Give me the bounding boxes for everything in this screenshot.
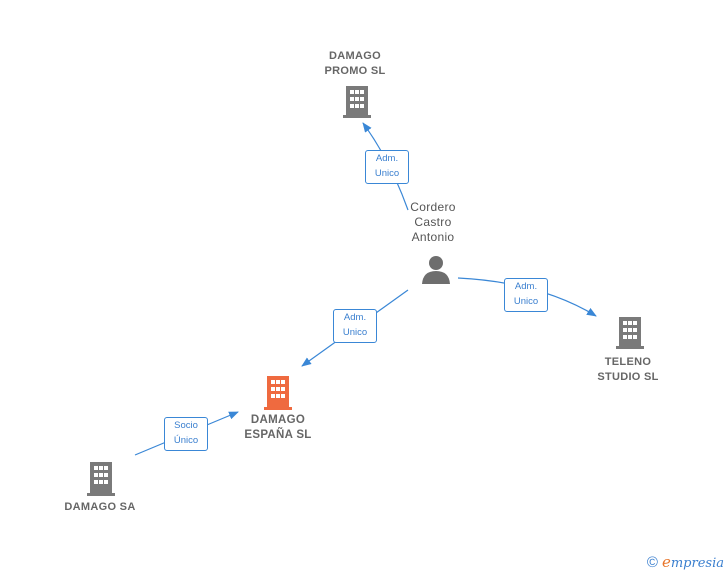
node-label-person[interactable]: Cordero Castro Antonio: [392, 200, 474, 245]
edge-label-line: Unico: [342, 327, 368, 338]
brand-logo-text: mpresia: [670, 556, 724, 571]
node-label-damago-sa[interactable]: DAMAGO SA: [50, 500, 150, 515]
node-name-line: ESPAÑA SL: [244, 429, 312, 441]
building-icon[interactable]: [614, 315, 646, 349]
copyright-icon: ©: [646, 554, 658, 571]
edge-label-line: Adm.: [343, 312, 367, 323]
node-name-line: PROMO SL: [324, 65, 386, 77]
edge-label-line: Adm.: [514, 281, 538, 292]
building-icon[interactable]: [262, 374, 294, 410]
building-icon[interactable]: [341, 84, 373, 118]
edge-label-adm-unico[interactable]: Adm. Unico: [333, 309, 377, 343]
node-name-line: DAMAGO: [329, 50, 381, 62]
edge-label-socio-unico[interactable]: Socio Único: [164, 417, 208, 451]
node-name-line: Cordero: [410, 200, 456, 214]
empresia-watermark: ©empresia: [647, 553, 724, 571]
node-label-teleno[interactable]: TELENO STUDIO SL: [578, 355, 678, 385]
edge-label-adm-unico[interactable]: Adm. Unico: [365, 150, 409, 184]
node-label-damago-promo[interactable]: DAMAGO PROMO SL: [305, 49, 405, 79]
brand-logo-initial: e: [661, 553, 671, 571]
node-name-line: Antonio: [411, 230, 455, 244]
edge-label-line: Unico: [374, 168, 400, 179]
edge-label-adm-unico[interactable]: Adm. Unico: [504, 278, 548, 312]
edge-label-line: Único: [173, 435, 199, 446]
node-label-damago-espana[interactable]: DAMAGO ESPAÑA SL: [222, 413, 334, 443]
edge-label-line: Unico: [513, 296, 539, 307]
building-icon[interactable]: [85, 460, 117, 496]
person-icon[interactable]: [421, 255, 451, 284]
edge-label-line: Socio: [174, 420, 198, 431]
node-name-line: DAMAGO SA: [64, 501, 136, 513]
node-name-line: Castro: [414, 215, 452, 229]
node-name-line: DAMAGO: [250, 414, 306, 426]
node-name-line: TELENO: [604, 356, 652, 368]
node-name-line: STUDIO SL: [597, 371, 659, 383]
edge-label-line: Adm.: [375, 153, 399, 164]
